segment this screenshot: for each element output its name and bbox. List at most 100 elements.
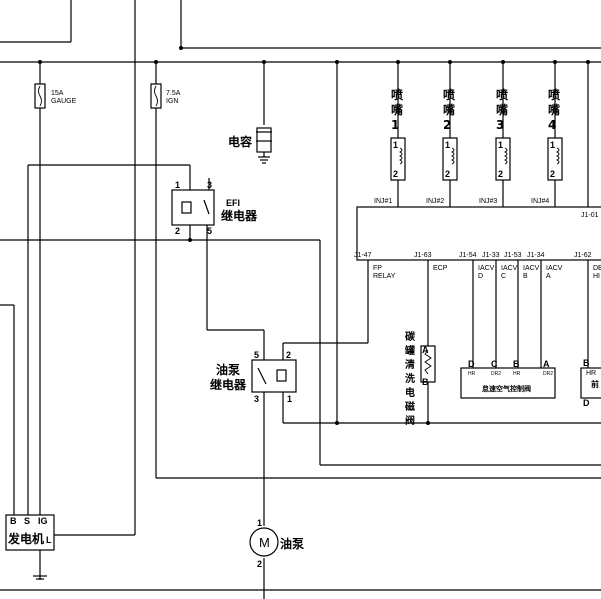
ecu-pin-signal: IACV <box>478 265 495 272</box>
efi-relay-pin-3: 3 <box>207 180 212 190</box>
ecu-pin-signal: D <box>478 273 483 280</box>
canister-label-char: 电 <box>405 386 415 399</box>
right-component-sub: HR <box>586 370 596 377</box>
pump-relay-pin-5: 5 <box>254 350 259 360</box>
canister-label-char: 清 <box>405 358 415 371</box>
ecu-pin-signal: ECP <box>433 265 448 272</box>
right-component: B D HR 前 <box>580 358 601 408</box>
injector-label-char: 喷 <box>496 87 508 102</box>
fuse-gauge-name: GAUGE <box>51 98 77 105</box>
injector-pin-top: 1 <box>498 140 503 150</box>
ecu-bottom-pins: J1-47FPRELAYJ1-63ECPJ1-54IACVDJ1-33IACVC… <box>354 252 601 280</box>
canister-label-char: 罐 <box>404 344 415 357</box>
generator-pin-ig: IG <box>38 516 48 526</box>
injectors: 喷嘴112INJ#1J1-55喷嘴212INJ#2J1-70喷嘴312INJ#3… <box>374 87 567 219</box>
canister-valve: A B <box>420 345 436 387</box>
efi-relay-pin-5: 5 <box>207 226 212 236</box>
ecu-pin-id: J1-62 <box>574 252 592 259</box>
fuse-ign-rating: 7.5A <box>166 90 181 97</box>
generator-pin-b: B <box>10 516 17 526</box>
ecu-pin-signal: C <box>501 273 506 280</box>
injector-label-char: 嘴 <box>496 102 508 117</box>
ecu-pin-id: J1-33 <box>482 252 500 259</box>
injector-label-char: 嘴 <box>548 102 560 117</box>
canister-label-char: 阀 <box>405 414 415 427</box>
injector-label-char: 喷 <box>443 87 455 102</box>
fuel-pump-relay: 5 2 3 1 油泵 继电器 <box>210 350 297 404</box>
injector-pin-top: 1 <box>393 140 398 150</box>
pump-relay-pin-1: 1 <box>287 394 292 404</box>
iacv-pin-a: A <box>543 359 550 369</box>
injector-label-char: 1 <box>391 118 399 132</box>
ecu-pin-signal: IACV <box>523 265 540 272</box>
fuel-pump: M 油泵 1 2 <box>249 518 304 569</box>
efi-relay-title: EFI <box>226 198 240 208</box>
iacv-pin-sub: HR <box>513 371 521 377</box>
ecu-pin-signal: IACV <box>546 265 563 272</box>
idle-air-valve-label: 怠速空气控制阀 <box>482 384 531 393</box>
pump-relay-pin-2: 2 <box>286 350 291 360</box>
fuel-pump-pin-2: 2 <box>257 559 262 569</box>
fuel-pump-label: 油泵 <box>280 536 304 551</box>
injector-net: INJ#2 <box>426 198 444 205</box>
ecu-pin-id: J1-54 <box>459 252 477 259</box>
injector-label-char: 2 <box>443 118 451 132</box>
canister-label-char: 碳 <box>405 330 416 343</box>
junction-dots <box>38 46 590 425</box>
generator-pin-l: L <box>46 535 52 545</box>
iacv-pin-b: B <box>513 359 520 369</box>
ecu-pin-signal: A <box>546 273 551 280</box>
ecu-pin-signal: B <box>523 273 528 280</box>
pump-relay-title: 油泵 <box>216 362 240 377</box>
iacv-pin-c: C <box>491 359 498 369</box>
ecu-pin-signal: DE <box>593 265 601 272</box>
generator-pin-s: S <box>24 516 30 526</box>
capacitor-label: 电容 <box>228 134 252 149</box>
iacv-pin-sub: DR2 <box>543 371 553 377</box>
efi-relay: 1 3 2 5 EFI 继电器 <box>171 180 258 236</box>
injector-net: INJ#4 <box>531 198 549 205</box>
ecu-pin-top-extra: J1-01 <box>581 212 599 219</box>
injector-pin-bottom: 2 <box>550 169 555 179</box>
canister-label-char: 磁 <box>405 400 415 413</box>
injector-label-char: 喷 <box>548 87 560 102</box>
pump-relay-pin-3: 3 <box>254 394 259 404</box>
generator: B S IG 发电机 L <box>5 514 55 580</box>
ecu-pin-signal: HI <box>593 273 600 280</box>
injector-pin-top: 1 <box>550 140 555 150</box>
fuse-gauge-rating: 15A <box>51 90 64 97</box>
ecu-block: J1-01 <box>356 206 601 261</box>
efi-relay-subtitle: 继电器 <box>221 208 258 223</box>
fuel-pump-pin-1: 1 <box>257 518 262 528</box>
pump-relay-subtitle: 继电器 <box>210 377 247 392</box>
efi-relay-pin-2: 2 <box>175 226 180 236</box>
injector-pin-bottom: 2 <box>393 169 398 179</box>
capacitor: 电容 <box>228 127 272 164</box>
iacv-pin-sub: HR <box>468 371 476 377</box>
fuse-gauge: 15A GAUGE <box>34 83 77 109</box>
idle-air-valve: 怠速空气控制阀 <box>460 367 556 399</box>
injector-label-char: 嘴 <box>391 102 403 117</box>
injector-net: INJ#1 <box>374 198 392 205</box>
injector-label-char: 4 <box>548 118 556 132</box>
ecu-pin-id: J1-34 <box>527 252 545 259</box>
fuse-ign-name: IGN <box>166 98 178 105</box>
right-component-label: 前 <box>591 379 599 389</box>
canister-pin-b: B <box>422 377 429 387</box>
injector-pin-bottom: 2 <box>445 169 450 179</box>
injector-label-char: 3 <box>496 118 504 132</box>
